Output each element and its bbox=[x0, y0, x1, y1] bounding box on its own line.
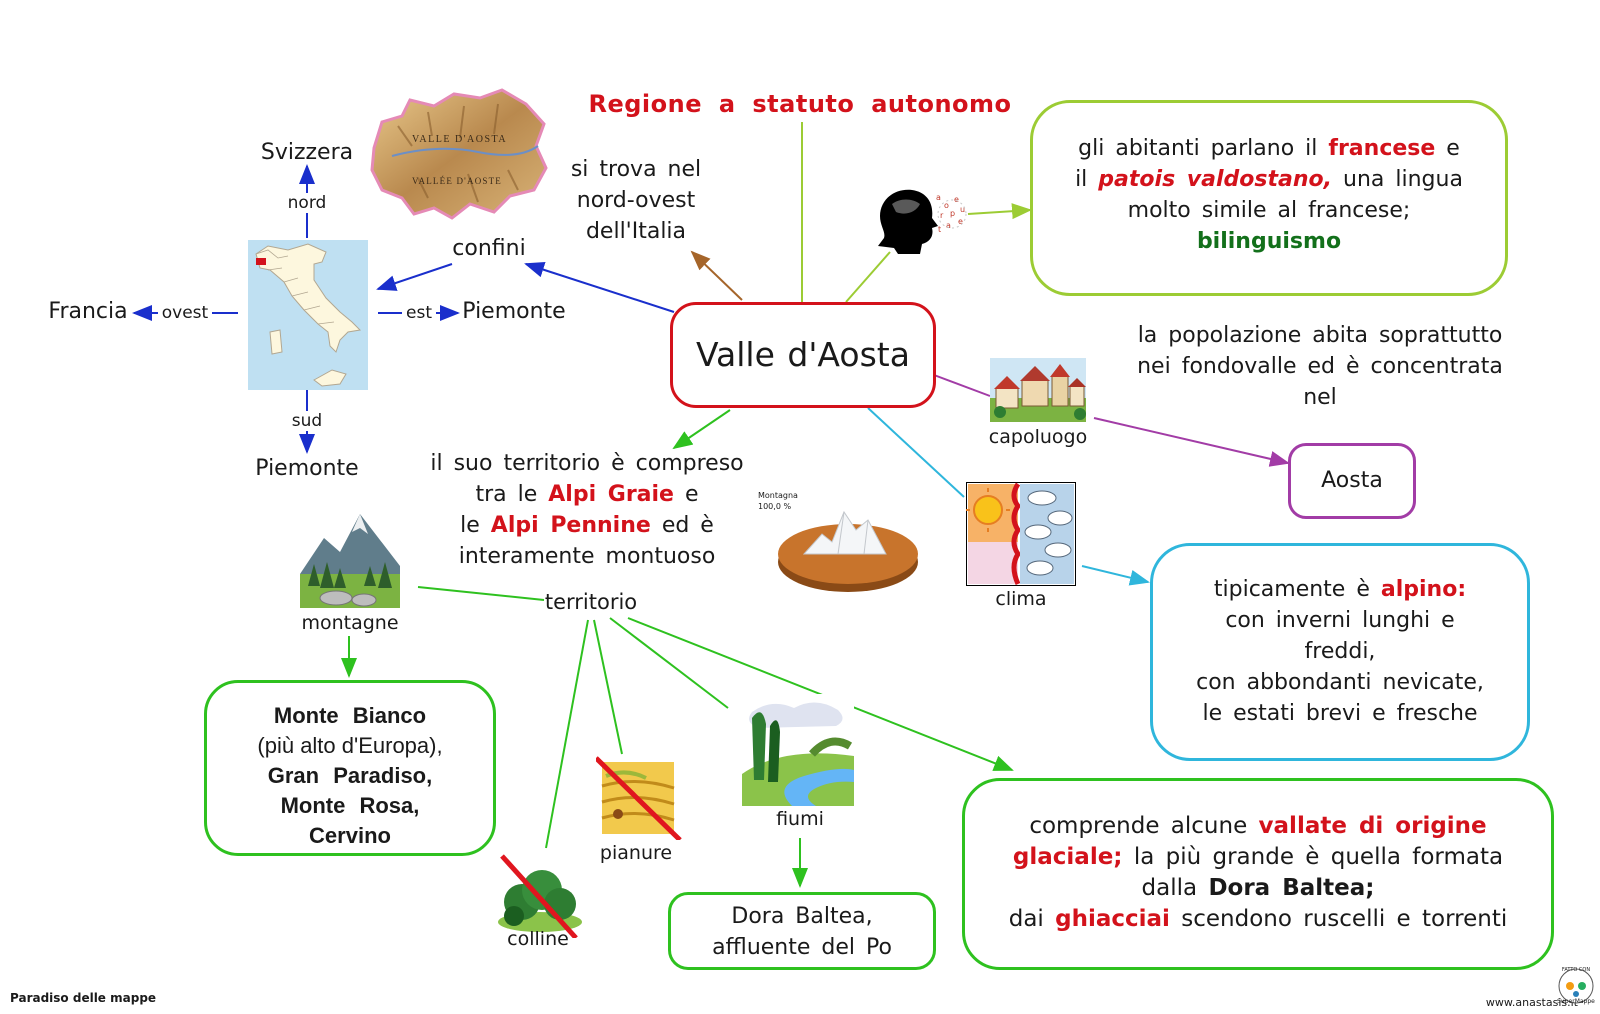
climate-label: clima bbox=[995, 588, 1047, 610]
region-relief-map: VALLE D'AOSTA VALLÉE D'AOSTE bbox=[370, 88, 548, 220]
mountain-percentage-chart bbox=[778, 510, 918, 592]
west-neighbor: Francia bbox=[48, 299, 128, 324]
badge-top-text: FATTO CON bbox=[1561, 967, 1591, 973]
svg-text:t: t bbox=[938, 225, 941, 234]
svg-text:e: e bbox=[954, 195, 959, 204]
south-neighbor: Piemonte bbox=[255, 456, 359, 481]
mountains-label: montagne bbox=[301, 612, 399, 634]
mountains-icon bbox=[300, 512, 400, 608]
valleys-box[interactable]: comprende alcune vallate di origine glac… bbox=[962, 778, 1554, 970]
west-direction-label: ovest bbox=[158, 303, 212, 323]
capital-value: Aosta bbox=[1321, 468, 1383, 493]
svg-text:a: a bbox=[936, 193, 941, 202]
plains-label: pianure bbox=[599, 842, 673, 864]
supermappe-badge: FATTO CON SuperMappe bbox=[1556, 966, 1596, 1006]
north-neighbor: Svizzera bbox=[260, 140, 354, 165]
svg-text:p: p bbox=[950, 209, 955, 218]
svg-text:e: e bbox=[958, 217, 963, 226]
hills-crossed-icon bbox=[498, 854, 582, 938]
footer-website[interactable]: www.anastasis.it bbox=[1485, 996, 1578, 1009]
capital-box[interactable]: Aosta bbox=[1288, 443, 1416, 519]
map-label-fr: VALLÉE D'AOSTE bbox=[412, 176, 502, 186]
svg-text:o: o bbox=[944, 201, 949, 210]
river-landscape-icon bbox=[742, 694, 854, 806]
rivers-label: fiumi bbox=[776, 808, 824, 830]
center-node[interactable]: Valle d'Aosta bbox=[670, 302, 936, 408]
map-label-it: VALLE D'AOSTA bbox=[412, 134, 507, 145]
north-direction-label: nord bbox=[277, 193, 337, 213]
borders-label: confini bbox=[452, 236, 526, 261]
territory-description: il suo territorio è compreso tra le Alpi… bbox=[430, 451, 744, 569]
footer-credit: Paradiso delle mappe bbox=[10, 991, 157, 1005]
capital-label: capoluogo bbox=[988, 426, 1088, 448]
plains-crossed-icon bbox=[596, 756, 682, 840]
rivers-box[interactable]: Dora Baltea, affluente del Po bbox=[668, 892, 936, 970]
supermappe-logo-icon bbox=[1558, 968, 1594, 1004]
east-direction-label: est bbox=[402, 303, 436, 323]
svg-text:a: a bbox=[946, 221, 951, 230]
language-box[interactable]: gli abitanti parlano il francese e il pa… bbox=[1030, 100, 1508, 296]
region-status-title: Regione a statuto autonomo bbox=[588, 90, 1012, 118]
badge-bottom-text: SuperMappe bbox=[1557, 998, 1595, 1005]
hills-label: colline bbox=[507, 928, 569, 950]
italy-map bbox=[248, 240, 368, 390]
climate-icon bbox=[966, 482, 1076, 586]
svg-text:u: u bbox=[960, 205, 965, 214]
climate-box[interactable]: tipicamente è alpino: con inverni lunghi… bbox=[1150, 543, 1530, 761]
territory-label: territorio bbox=[544, 590, 638, 614]
south-direction-label: sud bbox=[277, 411, 337, 431]
village-icon bbox=[990, 358, 1086, 422]
center-label: Valle d'Aosta bbox=[696, 335, 910, 374]
svg-text:r: r bbox=[940, 211, 944, 220]
mountains-box[interactable]: Monte Bianco (più alto d'Europa), Gran P… bbox=[204, 680, 496, 856]
east-neighbor: Piemonte bbox=[462, 299, 566, 324]
